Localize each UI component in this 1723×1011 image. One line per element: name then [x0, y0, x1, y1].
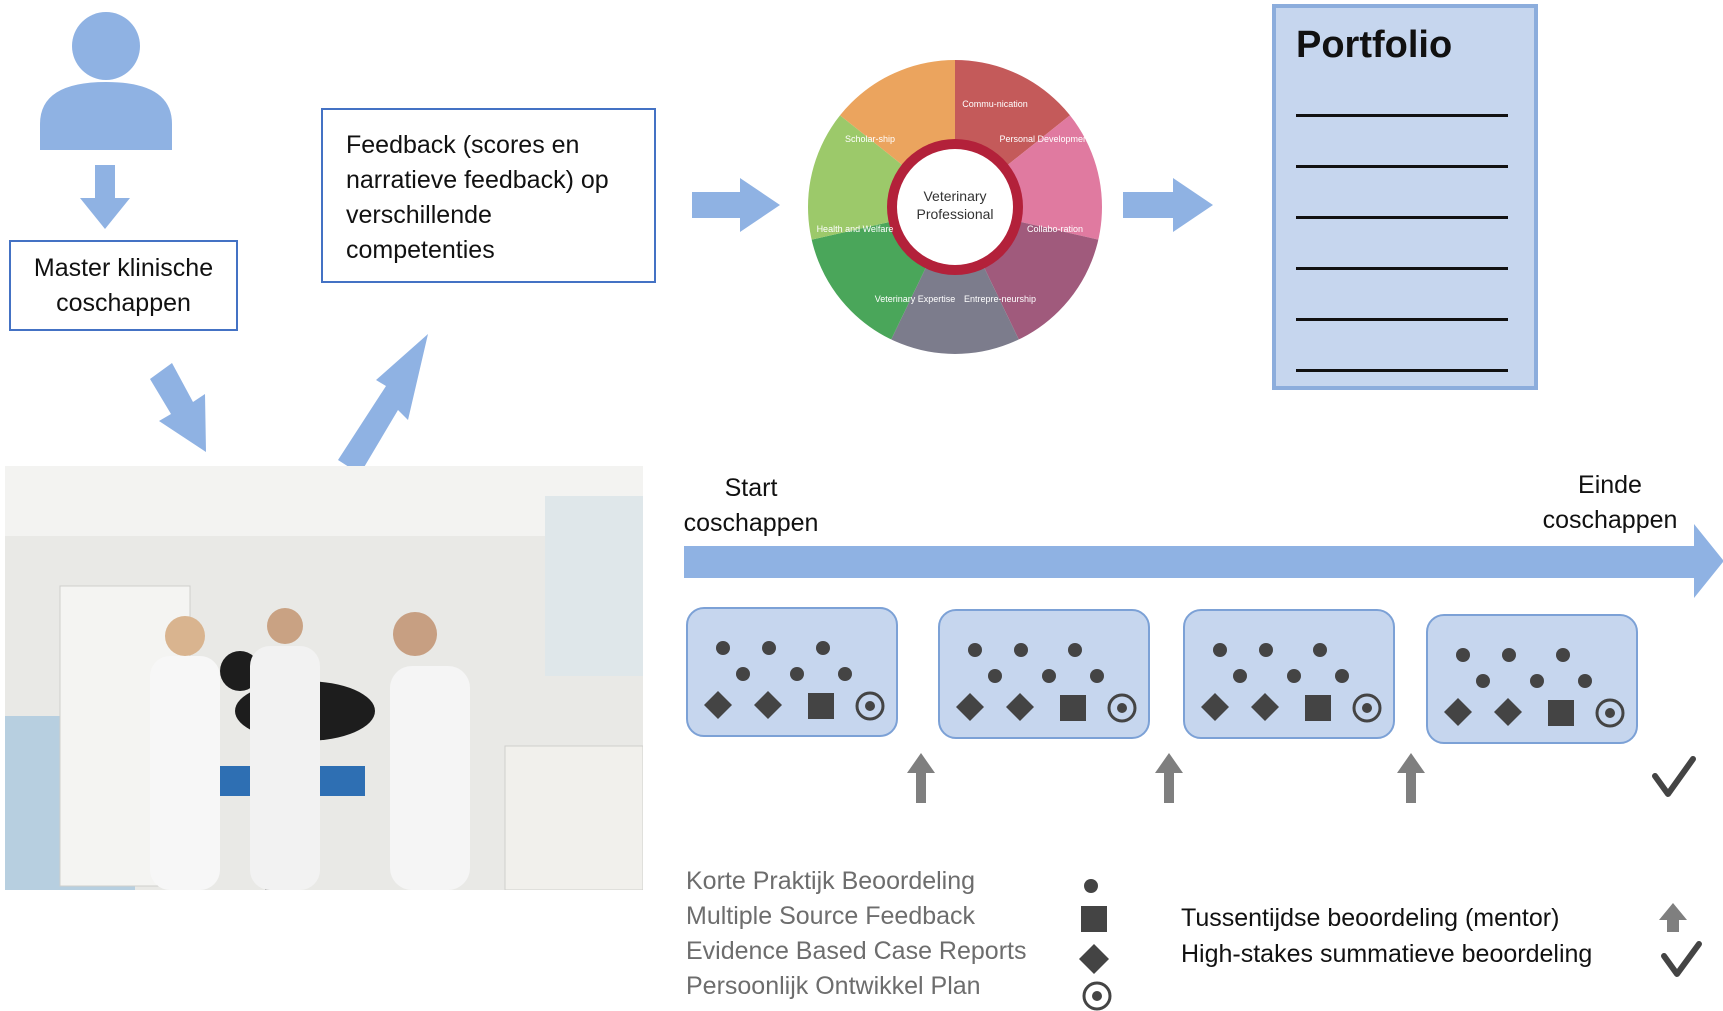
circle-icon — [816, 641, 830, 655]
feedback-label: Feedback (scores en narratieve feedback)… — [346, 131, 609, 264]
portfolio-line — [1296, 114, 1508, 117]
circle-icon — [762, 641, 776, 655]
down-arrow-icon — [80, 165, 130, 229]
diamond-icon — [704, 691, 732, 719]
wheel-segment-entrepreneurship: Entrepre-neurship — [964, 294, 1036, 304]
circle-icon — [790, 667, 804, 681]
up-arrow-icon — [1397, 753, 1425, 803]
legend-item: Evidence Based Case Reports — [686, 937, 1027, 965]
target-icon — [1352, 693, 1382, 723]
circle-icon — [1456, 648, 1470, 662]
assessment-legend-item: Tussentijdse beoordeling (mentor) — [1181, 904, 1560, 932]
wheel-segment-personal-development: Personal Development — [999, 134, 1091, 144]
timeline-block — [1426, 614, 1638, 744]
wheel-segment-collaboration: Collabo-ration — [1027, 224, 1083, 234]
target-icon-center — [1362, 703, 1372, 713]
feedback-box: Feedback (scores en narratieve feedback)… — [321, 108, 656, 283]
checkmark-icon — [1652, 756, 1696, 797]
target-icon-center — [1117, 703, 1127, 713]
diamond-icon — [1444, 698, 1472, 726]
portfolio-line — [1296, 369, 1508, 372]
wheel-segment-health-welfare: Health and Welfare — [817, 224, 894, 234]
circle-icon — [1259, 643, 1273, 657]
diamond-icon — [754, 691, 782, 719]
wheel-center-label-2: Professional — [916, 206, 993, 222]
wheel-segment-communication: Commu-nication — [962, 99, 1028, 109]
target-icon — [1107, 693, 1137, 723]
square-icon — [1548, 700, 1574, 726]
circle-icon — [716, 641, 730, 655]
portfolio-title: Portfolio — [1296, 24, 1453, 66]
up-arrow-icon — [1155, 753, 1183, 803]
portfolio-line — [1296, 216, 1508, 219]
circle-icon — [1042, 669, 1056, 683]
clinic-photo — [5, 466, 643, 890]
arrow-up-right-icon — [338, 334, 428, 474]
arrow-down-right-icon — [150, 363, 206, 452]
timeline-block — [1183, 609, 1395, 739]
circle-icon — [1084, 879, 1098, 893]
master-label: Master klinische coschappen — [33, 254, 214, 317]
legend-item: Korte Praktijk Beoordeling — [686, 867, 976, 895]
circle-icon — [1287, 669, 1301, 683]
circle-icon — [1502, 648, 1516, 662]
circle-icon — [1233, 669, 1247, 683]
arrow-right-to-wheel-icon — [692, 178, 780, 232]
circle-icon — [988, 669, 1002, 683]
wheel-segment-veterinary-expertise: Veterinary Expertise — [875, 294, 956, 304]
circle-icon — [968, 643, 982, 657]
circle-icon — [1476, 674, 1490, 688]
portfolio-line — [1296, 318, 1508, 321]
circle-icon — [1090, 669, 1104, 683]
diamond-icon — [1079, 944, 1109, 974]
portfolio-line — [1296, 267, 1508, 270]
wheel-segment-scholarship: Scholar-ship — [845, 134, 895, 144]
circle-icon — [736, 667, 750, 681]
timeline-block — [938, 609, 1150, 739]
target-icon-center — [865, 701, 875, 711]
person-icon — [40, 12, 172, 150]
assessment-legend-item: High-stakes summatieve beoordeling — [1181, 940, 1593, 968]
wheel-center-label: Veterinary — [923, 188, 986, 204]
portfolio-document: Portfolio — [1272, 4, 1538, 390]
target-icon — [1595, 698, 1625, 728]
timeline-block — [686, 607, 898, 737]
legend-item: Multiple Source Feedback — [686, 902, 976, 930]
up-arrow-icon — [1659, 903, 1687, 932]
circle-icon — [1578, 674, 1592, 688]
circle-icon — [1313, 643, 1327, 657]
square-icon — [1060, 695, 1086, 721]
timeline-start-label: Start coschappen — [683, 474, 819, 537]
checkmark-icon — [1661, 941, 1702, 977]
square-icon — [808, 693, 834, 719]
circle-icon — [838, 667, 852, 681]
diamond-icon — [1006, 693, 1034, 721]
square-icon — [1305, 695, 1331, 721]
circle-icon — [1530, 674, 1544, 688]
diamond-icon — [956, 693, 984, 721]
circle-icon — [1068, 643, 1082, 657]
target-icon — [1082, 981, 1112, 1011]
diamond-icon — [1251, 693, 1279, 721]
circle-icon — [1213, 643, 1227, 657]
up-arrow-icon — [907, 753, 935, 803]
arrow-right-to-portfolio-icon — [1123, 178, 1213, 232]
circle-icon — [1014, 643, 1028, 657]
timeline-end-label: Einde coschappen — [1542, 471, 1678, 534]
circle-icon — [1335, 669, 1349, 683]
competency-wheel: Veterinary Professional Commu-nication P… — [806, 58, 1104, 356]
target-icon — [855, 691, 885, 721]
square-icon — [1081, 906, 1107, 932]
diamond-icon — [1201, 693, 1229, 721]
diamond-icon — [1494, 698, 1522, 726]
master-box: Master klinische coschappen — [9, 240, 238, 331]
legend-item: Persoonlijk Ontwikkel Plan — [686, 972, 981, 1000]
portfolio-line — [1296, 165, 1508, 168]
circle-icon — [1556, 648, 1570, 662]
target-icon-center — [1605, 708, 1615, 718]
